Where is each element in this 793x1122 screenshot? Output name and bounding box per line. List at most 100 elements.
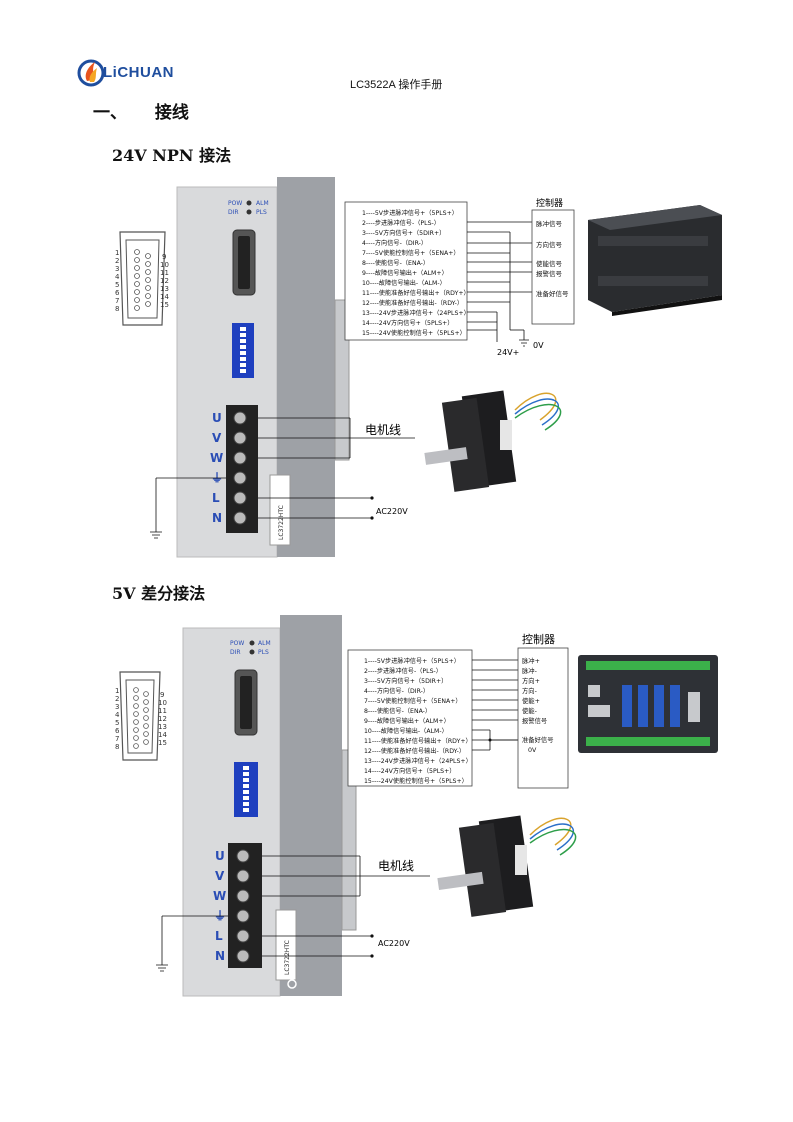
plc-controller-image [588, 205, 722, 316]
led-label-alm: ALM [256, 200, 269, 207]
pin-label: 3 [115, 265, 119, 273]
signal-wires [467, 221, 532, 342]
model-sticker [275, 909, 297, 981]
pin-label: 5 [115, 281, 119, 289]
power-label-0v: 0V [533, 341, 544, 350]
signal-wires [472, 659, 518, 751]
pin-list-item: 4----方向信号-（DIR-） [362, 239, 427, 247]
led-label-pls: PLS [256, 209, 267, 216]
pin-label: 4 [115, 273, 120, 281]
pin-label: 12 [158, 715, 167, 723]
pin-label: 1 [115, 249, 119, 257]
db15-pin-numbers: 1 2 3 4 5 6 7 8 9 10 11 12 13 14 15 [115, 687, 167, 751]
pin-label: 2 [115, 695, 119, 703]
controller-signal: 准备好信号 [522, 735, 553, 744]
ground-icon [150, 531, 162, 539]
stepper-motor-image [415, 378, 573, 496]
pin-list-item: 1----5V步进脉冲信号+（5PLS+） [362, 209, 458, 217]
driver-body: POW ALM DIR PLS U V W ⏚ L N [176, 177, 350, 558]
controller-signal: 报警信号 [522, 716, 547, 725]
pin-label: 14 [158, 731, 167, 739]
ac-power-label: AC220V [376, 507, 408, 516]
controller-signal: 0V [528, 747, 537, 754]
controller-signal: 方向信号 [536, 240, 563, 249]
controller-title: 控制器 [522, 632, 555, 646]
pin-label: 4 [115, 711, 120, 719]
pin-list-item: 3----5V方向信号+（5DIR+） [364, 677, 447, 685]
ac-power-wires [161, 915, 372, 965]
pin-list-item: 9----故障信号输出+（ALM+） [362, 269, 448, 277]
pin-label: 7 [115, 297, 119, 305]
db15-pin-numbers: 1 2 3 4 5 6 7 8 9 10 11 12 13 14 15 [115, 249, 169, 313]
diagram1-title: 24V NPN 接法 [112, 146, 232, 165]
pin-label: 3 [115, 703, 119, 711]
controller-signal: 使能+ [522, 696, 540, 705]
pin-list-item: 13----24V步进脉冲信号+（24PLS+） [362, 309, 470, 317]
model-sticker-text: LC3722HTC [278, 505, 285, 540]
terminal-label-l: L [215, 929, 223, 943]
pin-label: 13 [158, 723, 167, 731]
pin-label: 2 [115, 257, 119, 265]
pin-label: 6 [115, 727, 120, 735]
pin-label: 13 [160, 285, 169, 293]
stepper-motor-image [430, 803, 585, 923]
terminal-block [228, 843, 262, 968]
pin-label: 9 [160, 691, 164, 699]
pin-list-item: 11----使能准备好信号输出+（RDY+） [364, 737, 472, 745]
terminal-label-v: V [215, 869, 225, 883]
controller-signal: 方向- [522, 686, 537, 695]
pin-label: 5 [115, 719, 119, 727]
controller-signal: 使能信号 [536, 259, 563, 268]
pin-list-item: 10----故障信号输出-（ALM-） [362, 279, 446, 287]
power-label-24v: 24V+ [497, 348, 519, 357]
controller-signal: 使能- [522, 706, 537, 715]
pin-label: 15 [158, 739, 167, 747]
pin-label: 11 [160, 269, 169, 277]
led-indicator [249, 640, 255, 646]
pin-list-item: 3----5V方向信号+（5DIR+） [362, 229, 445, 237]
pin-list-item: 4----方向信号-（DIR-） [364, 687, 429, 695]
motion-controller-image [578, 655, 718, 753]
dip-switch [234, 762, 258, 817]
pin-label: 9 [162, 253, 166, 261]
led-label-dir: DIR [230, 649, 241, 656]
terminal-label-l: L [212, 491, 220, 505]
brand-logo [77, 59, 105, 87]
ac-power-label: AC220V [378, 939, 410, 948]
motor-wires [258, 417, 415, 459]
terminal-label-n: N [212, 511, 222, 525]
model-sticker-text: LC3722HTC [284, 940, 291, 975]
pin-list-item: 15----24V使能控制信号+（5PLS+） [364, 777, 468, 785]
pin-list-item: 12----使能准备好信号输出-（RDY-） [364, 747, 465, 755]
controller-box [517, 647, 569, 789]
pin-label: 1 [115, 687, 119, 695]
section-heading: 一、 接线 [93, 98, 189, 123]
controller-signal: 方向+ [522, 676, 540, 685]
pin-list-item: 10----故障信号输出-（ALM-） [364, 727, 448, 735]
pin-label: 11 [158, 707, 167, 715]
led-label-pls: PLS [258, 649, 269, 656]
terminal-label-u: U [212, 411, 222, 425]
section-number: 一、 [93, 103, 127, 123]
pin-list-item: 15----24V使能控制信号+（5PLS+） [362, 329, 466, 337]
controller-box [531, 209, 575, 325]
pin-label: 7 [115, 735, 119, 743]
doc-title: LC3522A 操作手册 [350, 79, 443, 91]
pin-label: 14 [160, 293, 169, 301]
pin-list-item: 8----使能信号-（ENA-） [364, 707, 431, 715]
pin-label: 10 [160, 261, 169, 269]
pin-label: 8 [115, 305, 119, 313]
db15-connector-icon [119, 671, 161, 761]
pin-label: 10 [158, 699, 167, 707]
pin-list-item: 14----24V方向信号+（5PLS+） [364, 767, 455, 775]
terminal-label-n: N [215, 949, 225, 963]
brand-name: LiCHUAN [103, 64, 174, 81]
pin-list-item: 2----步进脉冲信号-（PLS-） [364, 667, 442, 675]
controller-signal: 准备好信号 [536, 289, 569, 298]
led-label-dir: DIR [228, 209, 239, 216]
led-label-pow: POW [228, 200, 242, 207]
led-indicator [246, 200, 252, 206]
pin-list-item: 9----故障信号输出+（ALM+） [364, 717, 450, 725]
ac-power-wires [155, 477, 372, 532]
